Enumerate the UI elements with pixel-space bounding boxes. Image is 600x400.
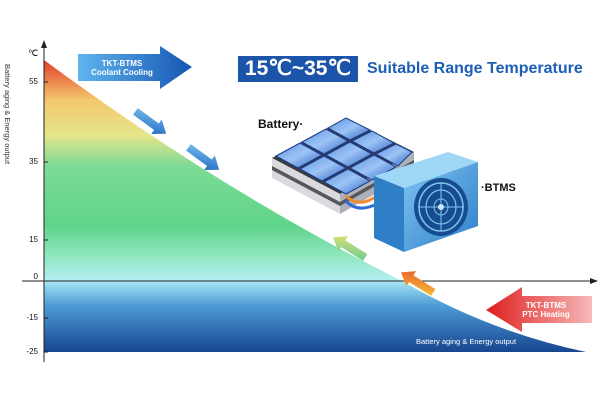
- y-axis-arrow: [41, 40, 47, 48]
- tick-label-minus-25: -25: [26, 347, 38, 356]
- tick-label-minus-15: -15: [26, 313, 38, 322]
- ptc-heating-arrow: [486, 287, 592, 332]
- small-cooling-arrow-1: [133, 108, 167, 134]
- y-ticks: [44, 81, 48, 353]
- tick-label-0: 0: [33, 272, 38, 281]
- temperature-unit-label: ℃: [28, 48, 39, 58]
- battery-label: Battery·: [258, 117, 304, 131]
- suitable-range-heading: Suitable Range Temperature: [367, 60, 583, 77]
- x-axis-arrow: [590, 278, 598, 284]
- coolant-cooling-label: TKT-BTMS Coolant Cooling: [82, 59, 162, 77]
- heating-label-line2: PTC Heating: [522, 310, 570, 319]
- coolant-label-line2: Coolant Cooling: [91, 68, 153, 77]
- heating-label-line1: TKT-BTMS: [525, 301, 567, 310]
- temperature-range-box: 15℃~35℃: [238, 56, 358, 82]
- small-heating-arrow-2: [401, 271, 436, 296]
- btms-unit-icon: [374, 152, 478, 252]
- small-cooling-arrow-2: [186, 144, 220, 170]
- small-heating-arrow-1: [333, 236, 368, 261]
- warm-zone-area: [44, 60, 402, 281]
- cold-zone-area: [44, 281, 586, 352]
- tick-label-55: 55: [29, 77, 38, 86]
- y-axis-title: Battery aging & Energy output: [3, 64, 12, 165]
- coolant-label-line1: TKT-BTMS: [101, 59, 143, 68]
- bottom-aging-label: Battery aging & Energy output: [416, 337, 517, 346]
- tick-label-35: 35: [29, 157, 38, 166]
- coolant-cooling-arrow: [78, 46, 192, 89]
- btms-label: ·BTMS: [481, 182, 516, 194]
- tick-label-15: 15: [29, 235, 38, 244]
- ptc-heating-label: TKT-BTMS PTC Heating: [506, 301, 586, 319]
